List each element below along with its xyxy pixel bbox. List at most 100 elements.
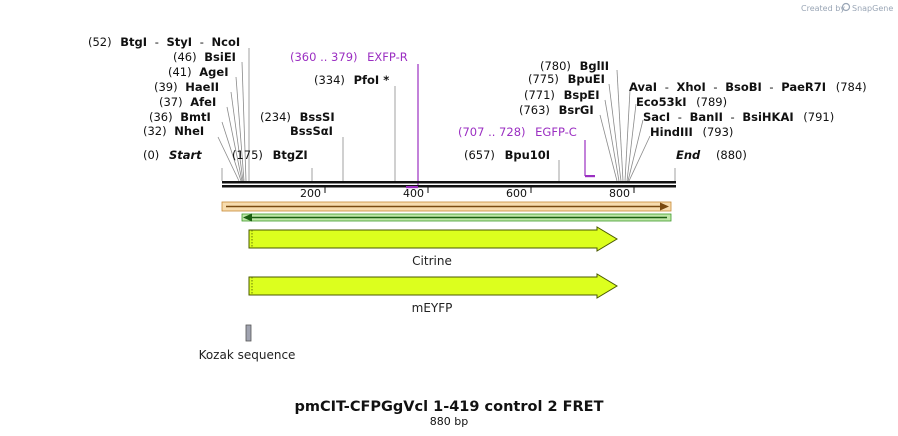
tick-marks	[324, 187, 635, 193]
btgzi-site[interactable]: BtgZI	[273, 148, 308, 162]
bsrgi-site[interactable]: BsrGI	[559, 103, 594, 117]
primer-leader-lines	[417, 64, 586, 186]
bsssi-site[interactable]: BssSI	[300, 110, 335, 124]
styi-site[interactable]: StyI	[167, 35, 193, 49]
tick-label-400: 400	[403, 187, 424, 200]
start-text: Start	[169, 148, 202, 162]
exfp-r-label[interactable]: (360 .. 379) EXFP-R	[290, 50, 408, 64]
end-label: End (880)	[676, 148, 747, 162]
kozak-label: Kozak sequence	[199, 348, 296, 362]
map-title: pmCIT-CFPGgVcl 1-419 control 2 FRET	[295, 399, 604, 415]
afei-position: (37)	[159, 95, 183, 109]
bpuei-label[interactable]: (775) BpuEI	[528, 72, 605, 86]
reverse-strand-arrow[interactable]	[241, 213, 672, 222]
citrine-feature-arrow[interactable]	[248, 226, 618, 252]
bmti-label[interactable]: (36) BmtI	[149, 110, 211, 124]
afei-label[interactable]: (37) AfeI	[159, 95, 216, 109]
paer7i-site[interactable]: PaeR7I	[781, 80, 826, 94]
citrine-label: Citrine	[412, 254, 452, 268]
hindiii-site[interactable]: HindIII	[650, 125, 693, 139]
bpu10i-site[interactable]: Bpu10I	[505, 148, 550, 162]
haeii-label[interactable]: (39) HaeII	[154, 80, 219, 94]
eco53ki-label[interactable]: Eco53kI (789)	[636, 95, 727, 109]
pfoi-label[interactable]: (334) PfoI *	[314, 73, 389, 87]
afei-site[interactable]: AfeI	[190, 95, 216, 109]
hindiii-label[interactable]: HindIII (793)	[650, 125, 733, 139]
snapgene-logo-icon	[841, 2, 851, 12]
bpuei-position: (775)	[528, 72, 559, 86]
bsobi-site[interactable]: BsoBI	[725, 80, 762, 94]
agei-label[interactable]: (41) AgeI	[168, 65, 228, 79]
tick-label-600: 600	[506, 187, 527, 200]
kozak-feature-box[interactable]	[245, 324, 252, 342]
bsssi-label[interactable]: (234) BssSI	[260, 110, 335, 124]
haeii-position: (39)	[154, 80, 178, 94]
bmti-site[interactable]: BmtI	[180, 110, 211, 124]
sequence-length: 880 bp	[430, 415, 468, 428]
egfp-c-range: (707 .. 728)	[458, 125, 526, 139]
egfp-c-label[interactable]: (707 .. 728) EGFP-C	[458, 125, 577, 139]
sequence-backbone-top	[222, 181, 676, 184]
credit-brand: SnapGene	[852, 4, 893, 13]
primer-egfp-c-mark[interactable]	[585, 175, 595, 178]
bseei-position: (46)	[173, 50, 197, 64]
nhei-position: (32)	[143, 124, 167, 138]
tick-label-200: 200	[300, 187, 321, 200]
bspei-position: (771)	[524, 88, 555, 102]
meyfp-feature-arrow[interactable]	[248, 273, 618, 299]
bpu10i-position: (657)	[464, 148, 495, 162]
sequence-backbone-bottom	[222, 185, 676, 188]
bsssi-position: (234)	[260, 110, 291, 124]
bspei-site[interactable]: BspEI	[564, 88, 600, 102]
separator: -	[155, 35, 159, 49]
tick-label-800: 800	[609, 187, 630, 200]
btgzi-label[interactable]: (175) BtgZI	[232, 148, 308, 162]
forward-strand-arrow[interactable]	[221, 201, 672, 212]
start-position: (0)	[143, 148, 159, 162]
separator: -	[678, 110, 682, 124]
saci-group-position: (791)	[803, 110, 834, 124]
bsssai-site[interactable]: BssSαI	[290, 124, 333, 138]
bsrgi-label[interactable]: (763) BsrGI	[519, 103, 594, 117]
btgi-group-position: (52)	[88, 35, 112, 49]
start-label: (0) Start	[143, 148, 202, 162]
banii-site[interactable]: BanII	[690, 110, 723, 124]
pfoi-site[interactable]: PfoI *	[354, 73, 390, 87]
exfp-r-range: (360 .. 379)	[290, 50, 358, 64]
bpu10i-label[interactable]: (657) Bpu10I	[464, 148, 550, 162]
xhoi-site[interactable]: XhoI	[677, 80, 706, 94]
eco53ki-site[interactable]: Eco53kI	[636, 95, 687, 109]
end-position: (880)	[716, 148, 747, 162]
end-text: End	[676, 148, 701, 162]
site-leader-lines	[217, 48, 676, 182]
egfp-c-name[interactable]: EGFP-C	[535, 125, 577, 139]
credit-prefix: Created by	[801, 4, 845, 13]
agei-site[interactable]: AgeI	[199, 65, 228, 79]
nhei-site[interactable]: NheI	[174, 124, 204, 138]
bsrgi-position: (763)	[519, 103, 550, 117]
btgi-group-label[interactable]: (52) BtgI - StyI - NcoI	[88, 35, 240, 49]
bseei-label[interactable]: (46) BsiEI	[173, 50, 236, 64]
saci-site[interactable]: SacI	[643, 110, 670, 124]
avai-group-label[interactable]: AvaI - XhoI - BsoBI - PaeR7I (784)	[629, 80, 867, 94]
bmti-position: (36)	[149, 110, 173, 124]
bsihkai-site[interactable]: BsiHKAI	[742, 110, 793, 124]
primer-exfp-r-mark[interactable]	[406, 186, 418, 189]
bspei-label[interactable]: (771) BspEI	[524, 88, 600, 102]
bglii-label[interactable]: (780) BglII	[540, 59, 609, 73]
saci-group-label[interactable]: SacI - BanII - BsiHKAI (791)	[643, 110, 834, 124]
btgi-site[interactable]: BtgI	[120, 35, 147, 49]
separator: -	[731, 110, 735, 124]
nhei-label[interactable]: (32) NheI	[143, 124, 204, 138]
btgzi-position: (175)	[232, 148, 263, 162]
pfoi-position: (334)	[314, 73, 345, 87]
bseei-site[interactable]: BsiEI	[204, 50, 236, 64]
bpuei-site[interactable]: BpuEI	[568, 72, 605, 86]
avai-site[interactable]: AvaI	[629, 80, 657, 94]
bglii-position: (780)	[540, 59, 571, 73]
haeii-site[interactable]: HaeII	[185, 80, 219, 94]
bglii-site[interactable]: BglII	[580, 59, 610, 73]
exfp-r-name[interactable]: EXFP-R	[367, 50, 408, 64]
ncoi-site[interactable]: NcoI	[212, 35, 241, 49]
